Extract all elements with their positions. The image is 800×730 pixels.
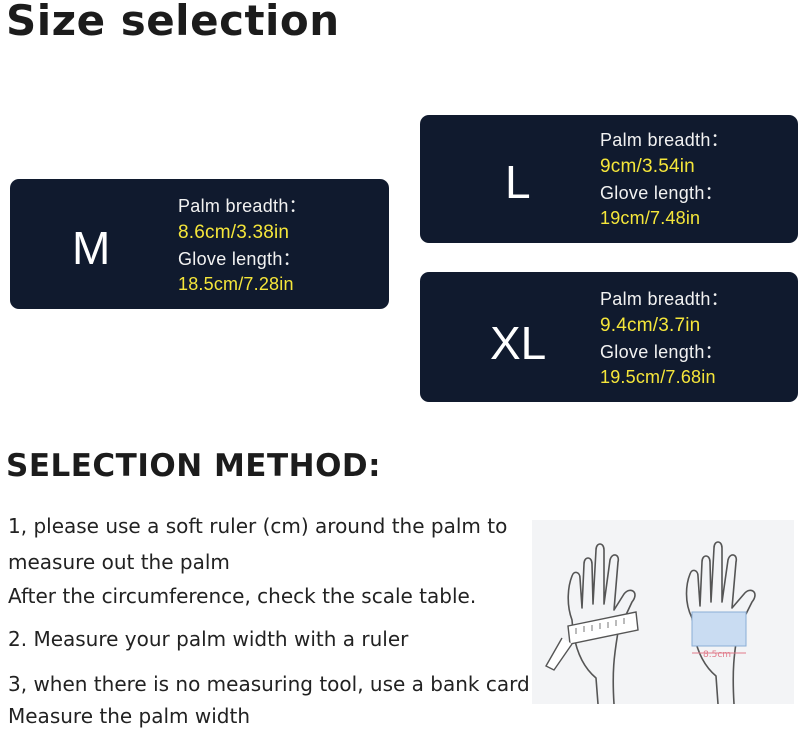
- instruction-line: measure out the palm: [8, 550, 230, 574]
- glove-length-value: 18.5cm/7.28in: [178, 274, 294, 294]
- size-card-m: M Palm breadth： 8.6cm/3.38in Glove lengt…: [10, 179, 389, 309]
- palm-breadth-label: Palm breadth：: [600, 289, 729, 309]
- hand-measurement-illustration: 8.5cm: [532, 520, 794, 704]
- page-title: Size selection: [6, 0, 340, 45]
- size-card-l: L Palm breadth： 9cm/3.54in Glove length：…: [420, 115, 798, 243]
- size-letter: L: [505, 156, 531, 208]
- glove-length-label: Glove length：: [600, 183, 723, 203]
- instruction-line: 2. Measure your palm width with a ruler: [8, 627, 409, 651]
- bank-card-icon: [691, 611, 747, 654]
- size-letter: M: [72, 222, 111, 274]
- card-width-label: 8.5cm: [703, 650, 731, 660]
- instruction-line: 3, when there is no measuring tool, use …: [8, 672, 530, 696]
- right-hand-icon: [685, 541, 756, 704]
- palm-breadth-label: Palm breadth：: [178, 196, 307, 216]
- glove-length-label: Glove length：: [600, 342, 723, 362]
- hand-measurement-drawing: 8.5cm: [545, 541, 756, 704]
- palm-breadth-value: 8.6cm/3.38in: [178, 222, 290, 243]
- selection-method-title: SELECTION METHOD:: [6, 448, 382, 484]
- size-specs: Palm breadth： 9cm/3.54in Glove length： 1…: [600, 128, 729, 230]
- size-letter: XL: [490, 317, 547, 369]
- palm-breadth-value: 9cm/3.54in: [600, 156, 695, 177]
- glove-length-label: Glove length：: [178, 249, 301, 269]
- soft-ruler-icon: [545, 611, 639, 671]
- size-card-xl: XL Palm breadth： 9.4cm/3.7in Glove lengt…: [420, 272, 798, 402]
- palm-breadth-label: Palm breadth：: [600, 130, 729, 150]
- glove-length-value: 19.5cm/7.68in: [600, 367, 716, 387]
- size-specs: Palm breadth： 9.4cm/3.7in Glove length： …: [600, 287, 729, 389]
- left-hand-icon: [567, 543, 636, 704]
- glove-length-value: 19cm/7.48in: [600, 208, 701, 228]
- instruction-line: After the circumference, check the scale…: [8, 584, 477, 608]
- palm-breadth-value: 9.4cm/3.7in: [600, 315, 701, 336]
- size-specs: Palm breadth： 8.6cm/3.38in Glove length：…: [178, 194, 307, 296]
- instruction-line: Measure the palm width: [8, 704, 251, 728]
- instruction-line: 1, please use a soft ruler (cm) around t…: [8, 514, 508, 538]
